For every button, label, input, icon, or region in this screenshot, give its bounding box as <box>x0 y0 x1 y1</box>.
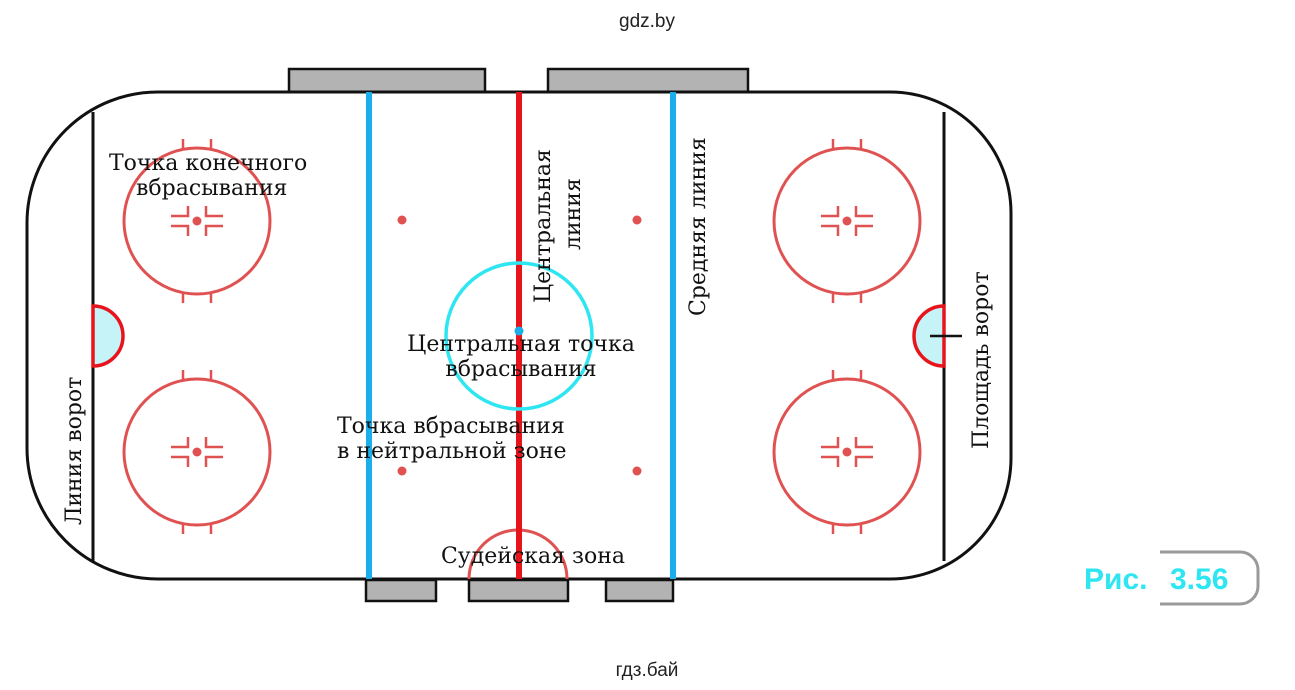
faceoff-inner-mark <box>171 206 190 218</box>
faceoff-inner-mark <box>204 224 223 236</box>
label-goal-line: Линия ворот <box>62 377 87 525</box>
label-end-faceoff-2: вбрасывания <box>136 176 287 201</box>
faceoff-inner-mark <box>204 437 223 449</box>
faceoff-spot <box>192 447 202 457</box>
faceoff-inner-mark <box>171 224 190 236</box>
faceoff-circle <box>772 377 922 527</box>
faceoff-inner-mark <box>821 206 840 218</box>
watermark-top: gdz.by <box>619 11 675 32</box>
faceoff-inner-mark <box>854 455 873 467</box>
faceoff-inner-mark <box>204 206 223 218</box>
label-referee-zone: Судейская зона <box>441 544 625 569</box>
player-bench-left <box>287 67 487 94</box>
faceoff-inner-mark <box>821 437 840 449</box>
center-faceoff-circle <box>444 261 594 411</box>
faceoff-spot <box>192 216 202 226</box>
label-neutral-faceoff-1: Точка вбрасывания <box>337 414 565 439</box>
label-center-line-1: Центральная <box>531 149 556 303</box>
faceoff-inner-mark <box>204 455 223 467</box>
figure-caption: Рис. 3.56 <box>1084 550 1260 606</box>
faceoff-inner-mark <box>854 224 873 236</box>
player-bench-right <box>546 67 750 94</box>
faceoff-circle <box>122 377 272 527</box>
goal-crease-left <box>91 304 125 368</box>
figure-number: 3.56 <box>1170 563 1228 596</box>
neutral-faceoff-spot <box>397 466 407 476</box>
penalty-box-left <box>364 578 438 603</box>
figure-label: Рис. <box>1084 563 1147 596</box>
officials-box <box>467 578 570 603</box>
label-neutral-faceoff-2: в нейтральной зоне <box>337 439 567 464</box>
penalty-box-right <box>604 578 675 603</box>
end-zone-faceoff-circles <box>122 139 922 534</box>
faceoff-inner-mark <box>171 437 190 449</box>
faceoff-spot <box>842 447 852 457</box>
center-faceoff-spot <box>514 326 524 336</box>
label-middle-line: Средняя линия <box>686 137 711 316</box>
label-center-line-2: линия <box>561 178 586 250</box>
faceoff-inner-mark <box>821 224 840 236</box>
faceoff-circle <box>122 146 272 296</box>
neutral-faceoff-spot <box>397 215 407 225</box>
faceoff-inner-mark <box>171 455 190 467</box>
label-goal-crease: Площадь ворот <box>969 271 994 449</box>
faceoff-inner-mark <box>854 437 873 449</box>
label-center-faceoff-2: вбрасывания <box>445 357 596 382</box>
faceoff-inner-mark <box>821 455 840 467</box>
neutral-faceoff-spot <box>632 466 642 476</box>
faceoff-spot <box>842 216 852 226</box>
neutral-faceoff-spot <box>632 215 642 225</box>
label-center-faceoff-1: Центральная точка <box>407 332 635 357</box>
faceoff-inner-mark <box>854 206 873 218</box>
faceoff-circle <box>772 146 922 296</box>
figure-badge-frame <box>1160 550 1260 606</box>
watermark-bottom: гдз.бай <box>616 660 679 681</box>
label-end-faceoff: Точка конечного <box>109 151 307 176</box>
goal-crease-right <box>912 304 946 368</box>
